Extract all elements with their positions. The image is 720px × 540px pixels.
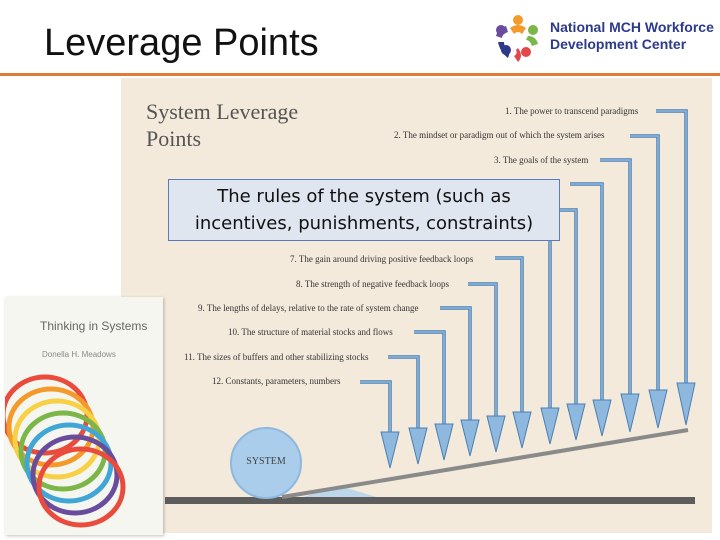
callout-line1: The rules of the system (such as [217,186,511,207]
leverage-point-3: 3. The goals of the system [494,155,589,165]
arrowhead-11 [408,427,428,465]
logo-text-line2: Development Center [550,36,687,52]
lever-base-bar [165,497,695,504]
arrowhead-4 [592,399,612,437]
arrow-point-7 [495,256,524,412]
diagram-title-line2: Points [146,126,202,151]
title-divider [0,73,720,76]
arrowhead-3 [620,393,640,433]
logo-text: National MCH Workforce Development Cente… [550,19,714,53]
book-author: Donella H. Meadows [42,350,116,359]
arrowhead-2 [648,389,668,429]
system-label: SYSTEM [246,456,286,467]
arrow-point-3 [600,158,632,394]
leverage-point-2: 2. The mindset or paradigm out of which … [394,130,605,140]
rules-callout-box: The rules of the system (such as incenti… [168,179,560,241]
arrowhead-5 [566,403,586,441]
arrowhead-8 [486,415,506,453]
arrowhead-9 [460,419,480,457]
book-cover-image: Thinking in Systems Donella H. Meadows [5,297,163,535]
leverage-point-1: 1. The power to transcend paradigms [505,106,639,116]
leverage-point-12: 12. Constants, parameters, numbers [212,376,341,386]
leverage-point-10: 10. The structure of material stocks and… [228,327,393,337]
lever-beam [281,428,689,499]
arrowhead-1 [676,382,696,426]
organization-logo: National MCH Workforce Development Cente… [488,6,720,66]
fulcrum [300,486,380,498]
arrowhead-6 [540,407,560,445]
diagram-title-line1: System Leverage [146,99,299,124]
arrow-point-8 [468,282,498,416]
arrow-point-2 [630,134,660,390]
arrow-point-1 [656,109,688,383]
book-title: Thinking in Systems [40,319,148,333]
callout-line2: incentives, punishments, constraints) [194,213,534,234]
system-ball [230,427,302,499]
people-circle-logo-icon [496,15,538,62]
slide-title: Leverage Points [44,22,319,64]
arrowhead-12 [380,431,400,469]
leverage-point-9: 9. The lengths of delays, relative to th… [198,303,419,313]
diagram-title: System Leverage Points [146,98,298,152]
leverage-point-7: 7. The gain around driving positive feed… [290,254,474,264]
slinky-rainbow-icon [5,374,126,528]
arrowhead-10 [434,423,454,461]
leverage-point-11: 11. The sizes of buffers and other stabi… [184,352,369,362]
arrowhead-7 [512,411,532,449]
arrow-point-11 [388,355,420,428]
arrow-point-6 [520,232,552,408]
logo-text-line1: National MCH Workforce [550,19,714,35]
leverage-point-8: 8. The strength of negative feedback loo… [296,279,450,289]
arrow-point-12 [360,380,392,432]
